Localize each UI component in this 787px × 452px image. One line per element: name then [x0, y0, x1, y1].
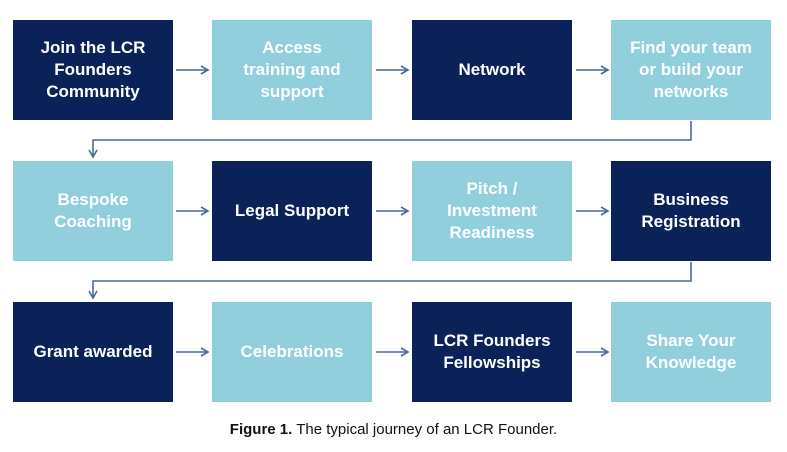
step-fellowships: LCR Founders Fellowships	[412, 302, 572, 402]
step-grant-awarded: Grant awarded	[13, 302, 173, 402]
step-bespoke-coaching: Bespoke Coaching	[13, 161, 173, 261]
caption-text: The typical journey of an LCR Founder.	[292, 421, 558, 438]
connector-row1-row2	[88, 121, 692, 159]
caption-label: Figure 1.	[229, 421, 293, 438]
figure-caption: Figure 1. The typical journey of an LCR …	[0, 421, 787, 438]
step-find-team: Find your team or build your networks	[611, 20, 771, 120]
connector-row2-row3	[88, 262, 692, 300]
step-share-knowledge: Share Your Knowledge	[611, 302, 771, 402]
step-legal-support: Legal Support	[212, 161, 372, 261]
step-join-community: Join the LCR Founders Community	[13, 20, 173, 120]
step-access-training: Access training and support	[212, 20, 372, 120]
step-network: Network	[412, 20, 572, 120]
step-pitch-readiness: Pitch / Investment Readiness	[412, 161, 572, 261]
step-celebrations: Celebrations	[212, 302, 372, 402]
step-business-registration: Business Registration	[611, 161, 771, 261]
